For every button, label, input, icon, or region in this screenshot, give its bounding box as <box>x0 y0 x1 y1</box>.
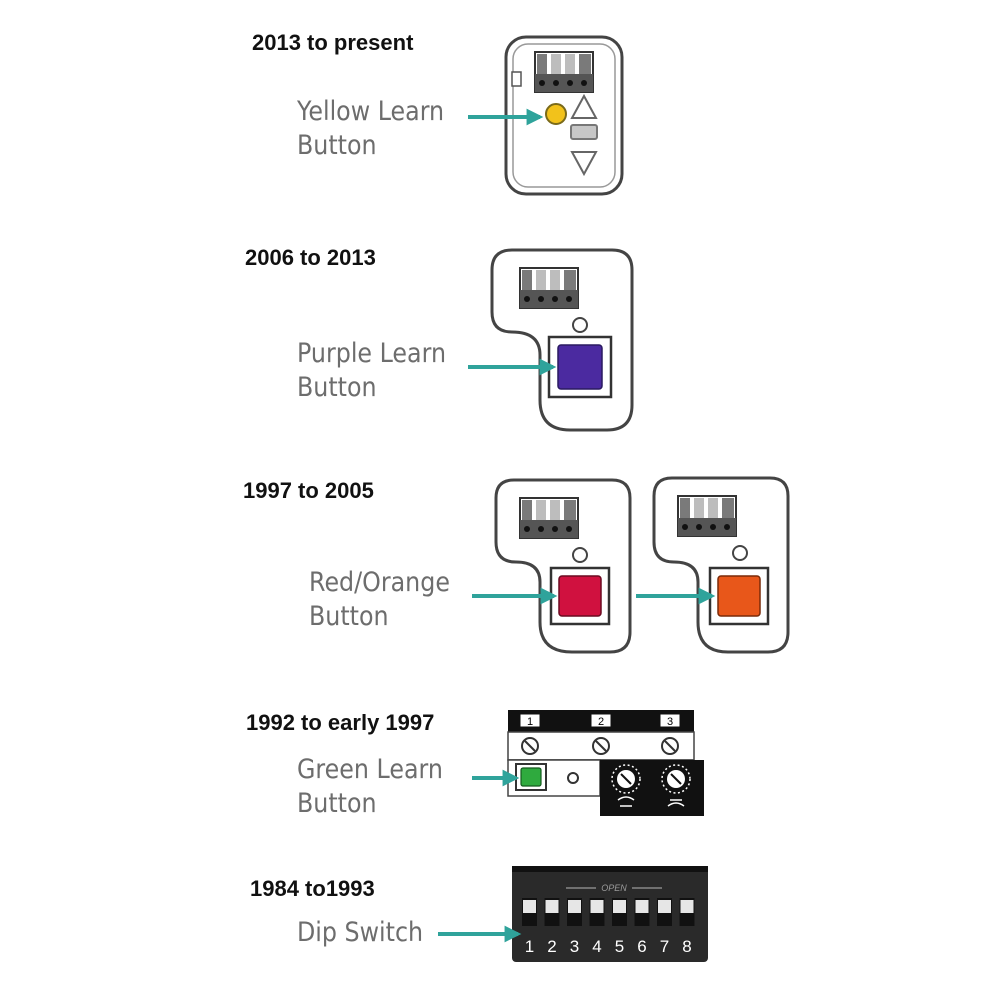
purple-learn-label: Purple Learn Button <box>297 337 446 405</box>
era-title-1997: 1997 to 2005 <box>243 478 374 503</box>
unit-2013 <box>504 35 624 196</box>
screw-terminal-icon <box>661 737 679 755</box>
dip-switch-number: 8 <box>682 937 691 956</box>
panel-number-1: 1 <box>527 716 533 728</box>
dial-icon <box>611 764 641 807</box>
dip-switch-lever <box>635 900 649 913</box>
label-line: Green Learn <box>297 754 443 785</box>
dial-icon <box>661 764 691 807</box>
screw-terminal-icon <box>521 737 539 755</box>
label-line: Yellow Learn <box>297 96 445 127</box>
label-line: Button <box>297 788 377 819</box>
dip-switch-number: 4 <box>592 937 601 956</box>
dip-switch-number: 3 <box>570 937 579 956</box>
panel-number-2: 2 <box>598 716 604 728</box>
dip-switch-number: 2 <box>547 937 556 956</box>
era-title-2006: 2006 to 2013 <box>245 245 376 270</box>
dip-switch-lever <box>613 900 626 913</box>
stop-button <box>570 124 598 140</box>
screw-terminal-icon <box>592 737 610 755</box>
orange-learn-button <box>717 575 761 617</box>
dip-switch-number: 7 <box>660 937 669 956</box>
dip-switch-lever <box>523 900 536 913</box>
era-title-1984: 1984 to1993 <box>250 876 375 901</box>
dip-switch-lever <box>568 900 581 913</box>
dip-switch-label: Dip Switch <box>297 916 423 950</box>
up-arrow-icon <box>570 93 598 119</box>
dip-switch-number: 6 <box>637 937 646 956</box>
unit-2006 <box>490 248 634 432</box>
green-learn-button <box>520 767 542 787</box>
green-learn-label: Green Learn Button <box>297 753 443 821</box>
label-line: Button <box>297 130 377 161</box>
label-line: Purple Learn <box>297 338 447 369</box>
red-orange-label: Red/Orange Button <box>309 566 450 634</box>
panel-number-3: 3 <box>667 716 673 728</box>
unit-1997-red <box>494 478 632 654</box>
dip-switch-lever <box>545 900 559 913</box>
label-line: Button <box>309 601 389 632</box>
red-learn-button <box>558 575 602 617</box>
label-line: Button <box>297 372 377 403</box>
dip-switch-number: 5 <box>615 937 624 956</box>
down-arrow-icon <box>570 151 598 177</box>
era-title-2013: 2013 to present <box>252 30 414 55</box>
yellow-learn-button <box>545 103 567 125</box>
yellow-learn-label: Yellow Learn Button <box>297 95 444 163</box>
unit-1992: 1 2 3 <box>507 710 704 816</box>
unit-1997-orange <box>652 476 790 654</box>
dip-switch-lever <box>590 900 604 913</box>
dip-switch-lever <box>680 900 694 913</box>
label-line: Red/Orange <box>309 567 450 598</box>
purple-learn-button <box>557 344 603 390</box>
dip-switch-open-label: OPEN <box>601 883 627 893</box>
dip-switch-lever <box>658 900 671 913</box>
dip-switch-number: 1 <box>525 937 534 956</box>
led-indicator <box>567 772 579 784</box>
era-title-1992: 1992 to early 1997 <box>246 710 435 735</box>
label-line: Dip Switch <box>297 917 424 948</box>
